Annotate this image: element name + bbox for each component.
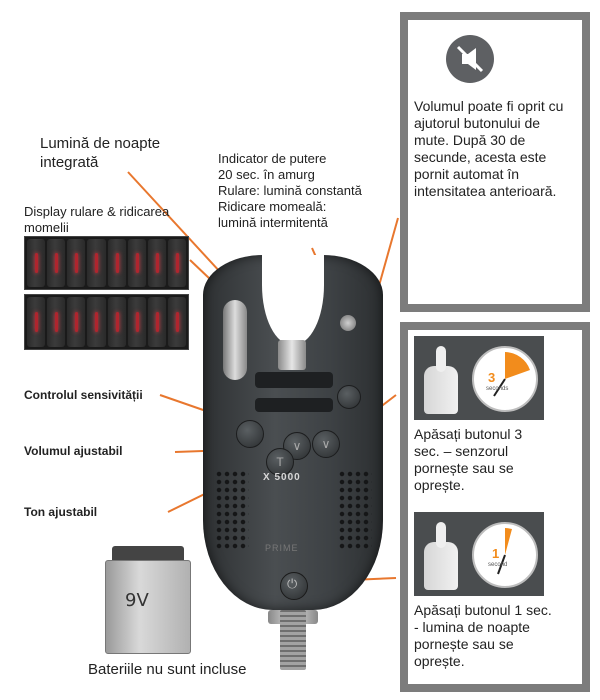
line-slot-upper — [255, 372, 333, 388]
timer-icon-2: 1 second — [472, 522, 538, 588]
battery-label: 9V — [125, 590, 149, 611]
center-button[interactable]: T — [266, 448, 294, 476]
press-1s-text: Apăsați butonul 1 sec. - lumina de noapt… — [414, 602, 552, 669]
line-roller — [278, 340, 306, 370]
label-tone: Ton ajustabil — [24, 505, 98, 519]
hand-press-icon-2 — [424, 542, 458, 590]
label-sensitivity: Controlul sensivității — [24, 388, 143, 402]
mute-info-panel-inner — [408, 20, 582, 304]
device-notch — [262, 255, 324, 345]
label-volume: Volumul ajustabil — [24, 444, 123, 458]
tone-glyph-icon: ∨ — [321, 437, 331, 451]
volume-glyph-icon: ∨ — [292, 439, 302, 453]
speaker-grille-right — [338, 470, 372, 550]
hand-press-icon — [424, 366, 458, 414]
led-display-image-rolling — [24, 236, 189, 290]
line-slot-lower — [255, 398, 333, 412]
led-display-image-lift — [24, 294, 189, 350]
label-power-indicator: Indicator de putere 20 sec. în amurg Rul… — [218, 151, 398, 231]
threaded-mount — [280, 610, 306, 670]
brand-label: PRIME — [265, 543, 299, 553]
timer-3-number: 3 — [488, 370, 496, 385]
timer-1-number: 1 — [492, 546, 500, 561]
label-night-light: Lumină de noapte integrată — [40, 135, 161, 171]
night-light-led — [340, 315, 356, 331]
t-glyph-icon: T — [276, 455, 284, 469]
power-indicator-line-5: lumină intermitentă — [218, 215, 328, 230]
mute-speaker-icon — [446, 35, 494, 83]
sensitivity-button[interactable] — [236, 420, 264, 448]
power-indicator-line-3: Rulare: lumină constantă — [218, 183, 362, 198]
model-label: X 5000 — [263, 472, 301, 483]
press-3s-illustration: 3 seconds — [414, 336, 544, 420]
speaker-grille-left — [215, 470, 249, 550]
label-battery-note: Bateriile nu sunt incluse — [88, 661, 247, 678]
power-button[interactable] — [280, 572, 308, 600]
battery-9v — [105, 560, 191, 654]
timer-icon: 3 seconds — [472, 346, 538, 412]
power-indicator-line-1: Indicator de putere — [218, 151, 327, 166]
tone-button[interactable]: ∨ — [312, 430, 340, 458]
power-indicator-line-2: 20 sec. în amurg — [218, 167, 315, 182]
side-led-display — [223, 300, 247, 380]
press-1s-illustration: 1 second — [414, 512, 544, 596]
battery-terminals — [112, 546, 184, 564]
timer-3-unit: seconds — [486, 386, 509, 392]
mute-button[interactable] — [337, 385, 361, 409]
power-indicator-line-4: Ridicare momeală: — [218, 199, 327, 214]
press-3s-text: Apăsați butonul 3 sec. – senzorul porneș… — [414, 426, 523, 493]
timer-1-unit: second — [488, 562, 508, 568]
mute-info-text: Volumul poate fi oprit cu ajutorul buton… — [414, 98, 564, 199]
label-display: Display rulare & ridicarea momelii — [24, 204, 170, 235]
